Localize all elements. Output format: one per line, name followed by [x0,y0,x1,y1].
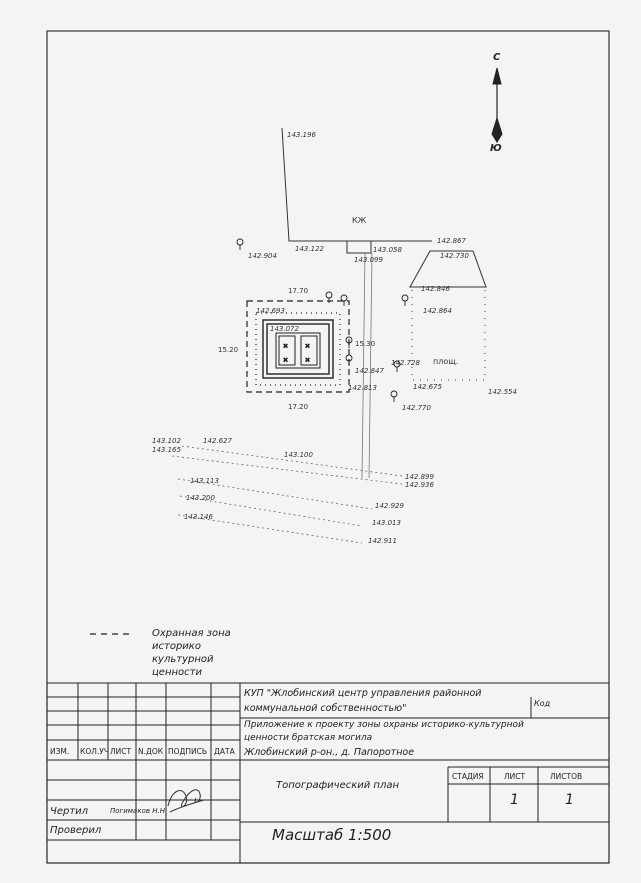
elevation-mark: 143.165 [152,446,181,454]
title-block-grid [46,682,610,864]
svg-text:✕: ✕ [305,343,310,350]
elevation-mark: 143.013 [372,519,401,527]
elevation-mark: 142.936 [405,481,434,489]
drawn-name: Погимаков Н.Н [110,807,165,815]
tree-icon [345,336,353,348]
sheets-value: 1 [565,792,574,808]
elevation-mark: 142.846 [421,285,450,293]
header-izm: ИЗМ. [50,747,70,756]
elevation-mark: 142.627 [203,437,232,445]
elevation-mark: 142.904 [248,252,277,260]
sheets-label: ЛИСТОВ [550,772,583,781]
legend-line: культурной [152,654,214,665]
code-label: Код [534,699,551,708]
location-text: Жлобинский р-он., д. Папоротное [244,747,415,758]
header-data: ДАТА [214,747,235,756]
tree-icon [401,294,409,306]
elevation-mark: 142.730 [440,252,469,260]
elevation-mark: 143.072 [270,325,299,333]
tree-icons [236,238,409,402]
header-list: ЛИСТ [110,747,132,756]
checked-label: Проверил [50,825,102,836]
sheet-value: 1 [510,792,519,808]
tree-icon [393,360,401,372]
elevation-mark: 142.813 [348,384,377,392]
elevation-mark: 142.911 [368,537,397,545]
elevation-mark: 142.770 [402,404,431,412]
elevation-mark: 143.099 [354,256,383,264]
dimension-left: 15.20 [218,346,239,354]
tree-icon [236,238,244,250]
svg-text:✕: ✕ [283,357,288,364]
survey-lines [171,445,403,544]
north-arrow-icon [491,67,503,143]
header-kol-uch: КОЛ.УЧ [80,747,109,756]
elevation-mark: 142.675 [413,383,442,391]
svg-text:✕: ✕ [305,357,310,364]
drawn-label: Чертил [50,806,89,817]
square-label: площ. [433,357,459,366]
legend-text: Охранная зона историко культурной ценнос… [152,627,231,679]
north-label: С [493,52,501,63]
elevation-mark: 142.929 [375,502,404,510]
sheet-label: ЛИСТ [504,772,526,781]
dimension-top: 17.70 [288,287,309,295]
elevation-mark: 143.200 [186,494,215,502]
plot-boundary [281,127,432,479]
square-outline [411,287,486,381]
tree-icon [345,354,353,366]
sheet-title: Топографический план [276,780,400,791]
elevation-mark: 143.058 [373,246,402,254]
elevation-mark: 143.113 [190,477,219,485]
elevation-mark: 142.693 [256,307,285,315]
description-line-2: ценности братская могила [244,733,373,743]
elevation-mark: 142.899 [405,473,434,481]
elevation-mark: 142.554 [488,388,517,396]
grave-monument: ✕ ✕ ✕ ✕ [255,312,341,386]
dimension-right: 15.30 [355,340,376,348]
header-podpis: ПОДПИСЬ [168,747,208,756]
legend-line: ценности [152,667,202,678]
organization-line-2: коммунальной собственностью" [244,703,407,714]
tree-icon [390,390,398,402]
signature-drawing [167,789,205,813]
legend-line: Охранная зона [152,628,231,639]
protection-zone-boundary [246,300,350,393]
tree-icon [340,294,348,306]
dimension-bottom: 17.20 [288,403,309,411]
elevation-mark: 143.146 [184,513,213,521]
elevation-mark: 142.867 [437,237,466,245]
tree-icon [325,291,333,303]
south-label: Ю [490,143,502,154]
scale-text: Масштаб 1:500 [272,826,392,844]
organization-line-1: КУП "Жлобинский центр управления районно… [244,688,482,699]
elevation-mark: 142.847 [355,367,384,375]
stage-label: СТАДИЯ [452,772,484,781]
kyuk-label: КЖ [352,216,367,225]
elevation-mark: 142.864 [423,307,452,315]
description-line-1: Приложение к проекту зоны охраны историк… [244,720,524,730]
header-n-dok: N.ДОК [138,747,164,756]
elevation-mark: 143.100 [284,451,313,459]
elevation-mark: 143.102 [152,437,181,445]
elevation-mark: 142.728 [391,359,420,367]
legend-line: историко [152,641,201,652]
elevation-mark: 143.196 [287,131,316,139]
svg-text:✕: ✕ [283,343,288,350]
building-outline [409,250,487,288]
elevation-mark: 143.122 [295,245,324,253]
